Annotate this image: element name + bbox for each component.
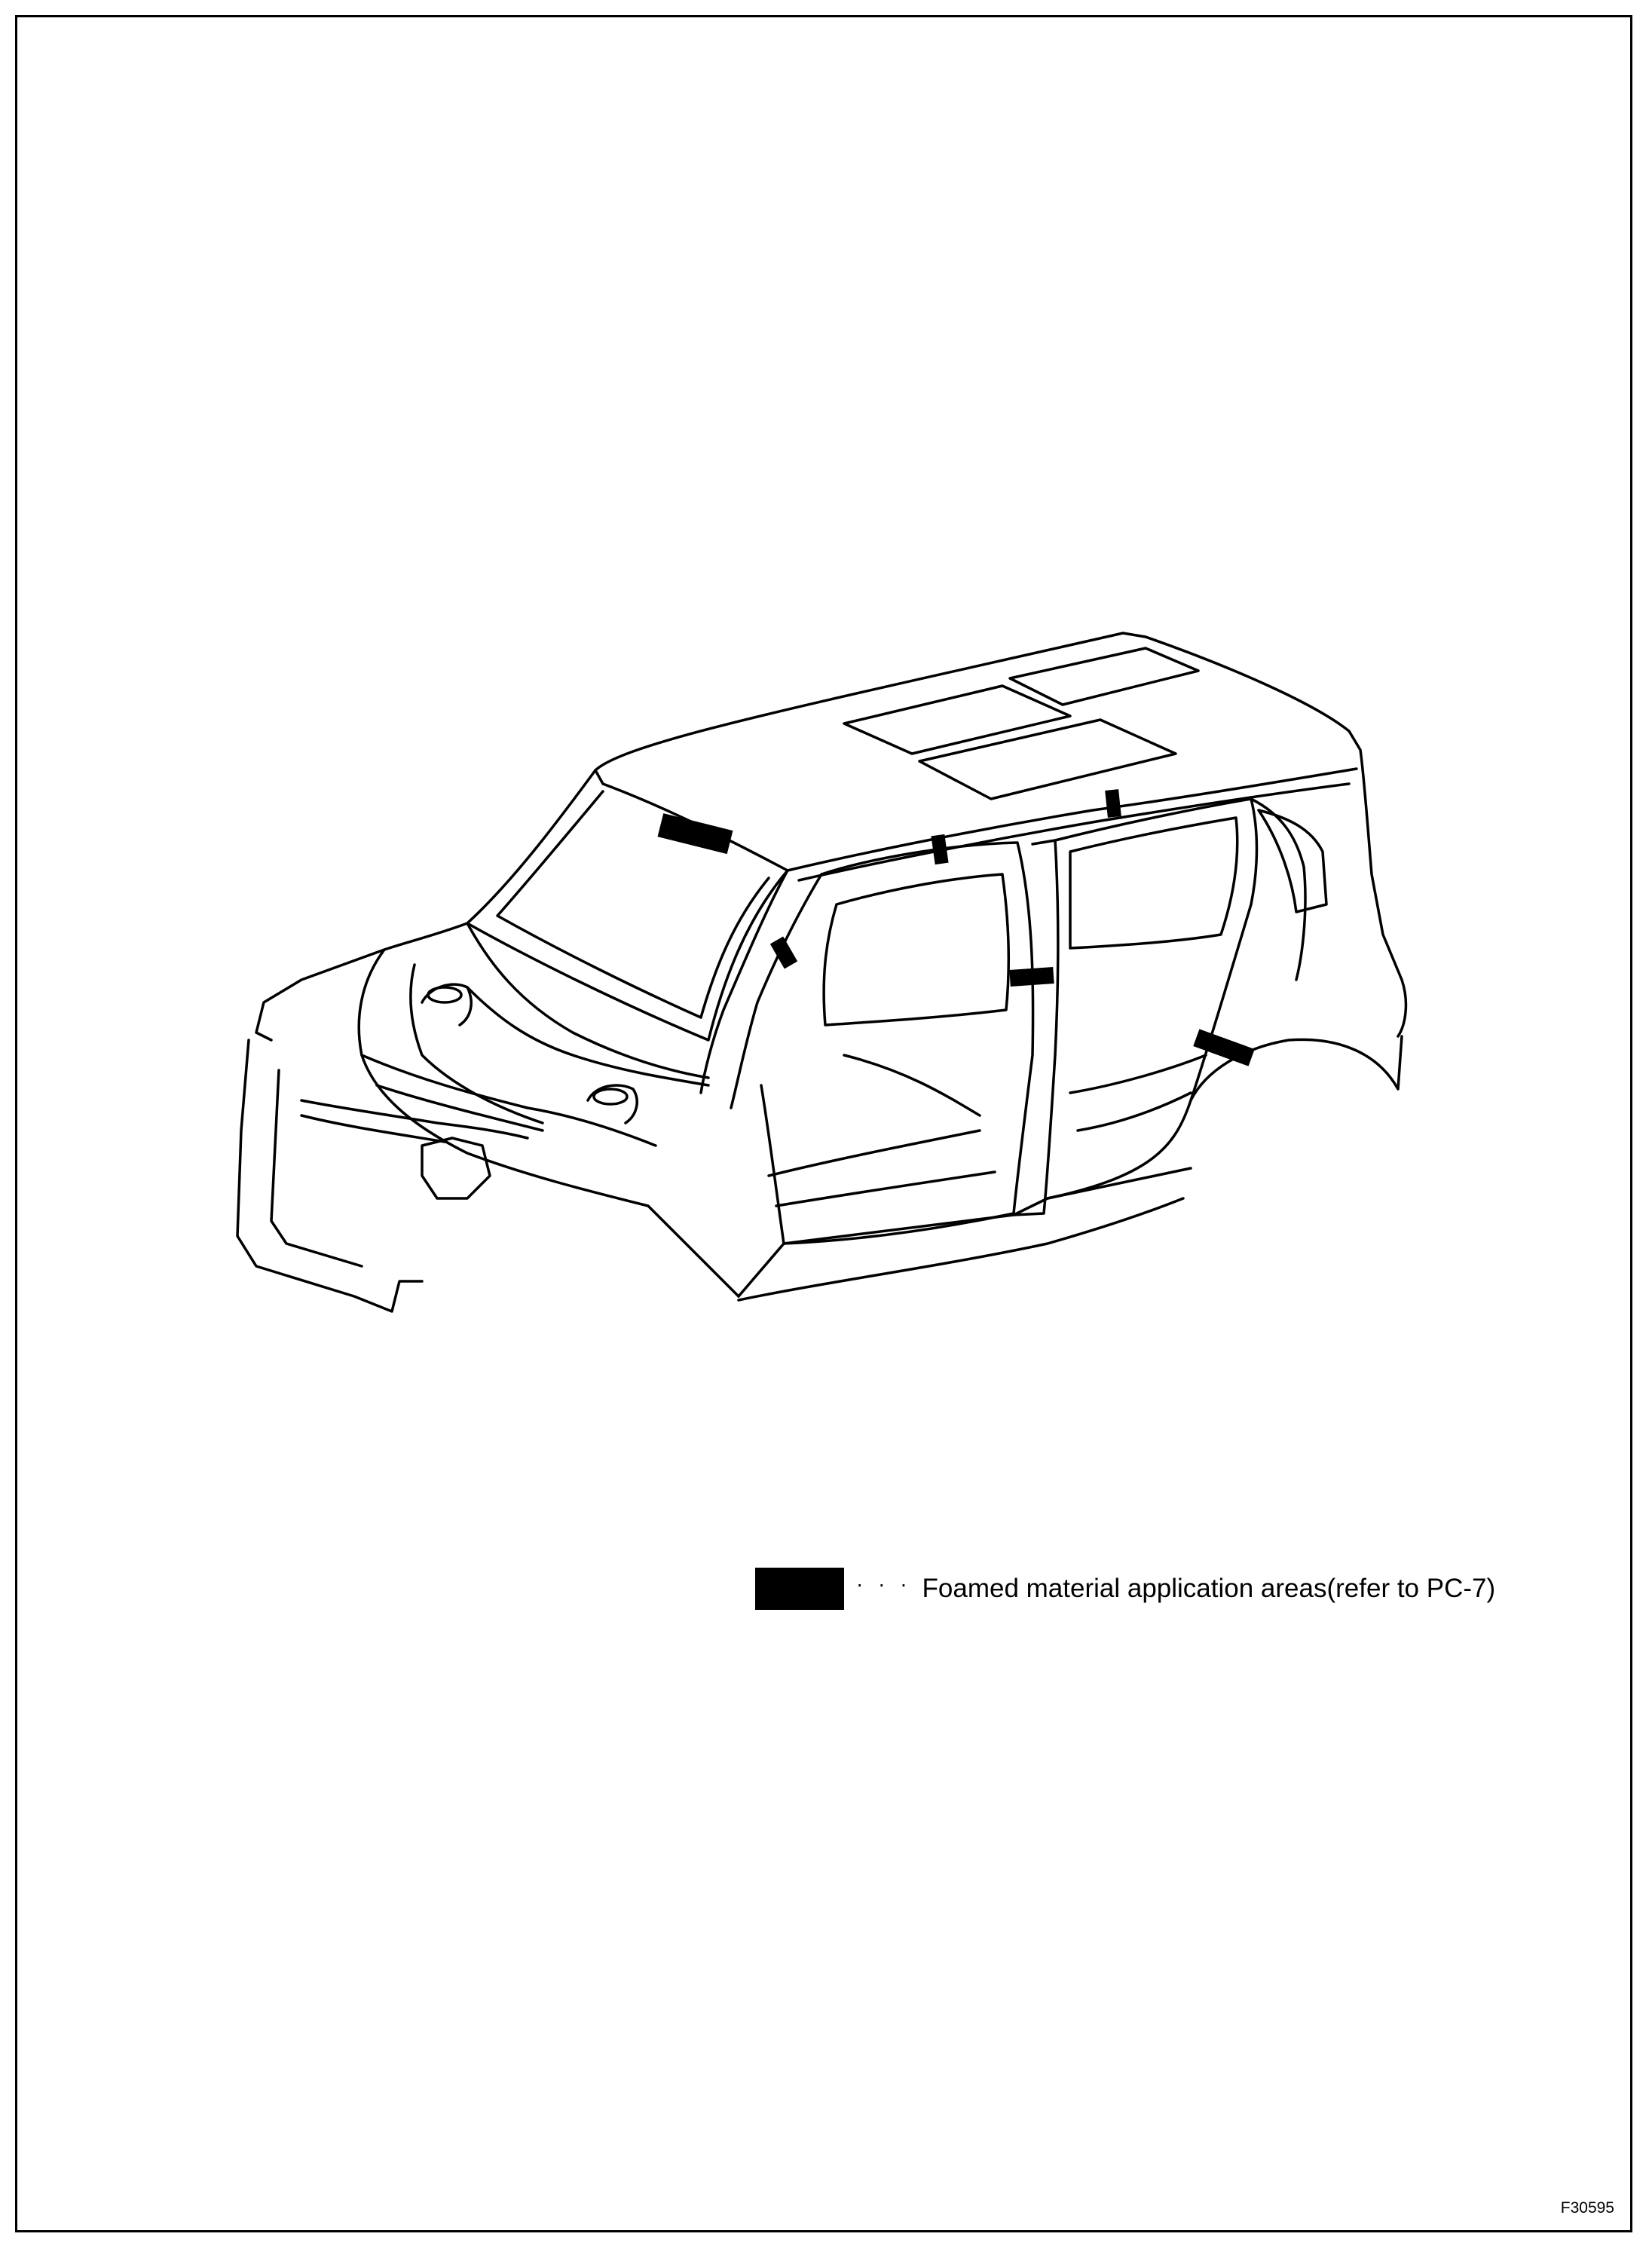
front-door-opening <box>760 841 1035 1245</box>
legend-text: Foamed material application areas(refer … <box>922 1574 1496 1603</box>
strut-tower-right <box>586 1084 638 1124</box>
foam-area-roof-mid <box>931 834 949 865</box>
strut-cap-right <box>592 1088 629 1106</box>
rear-door-opening <box>1046 797 1259 1200</box>
rocker <box>737 1167 1192 1298</box>
rear-window <box>1069 816 1239 950</box>
headlight-mount <box>421 1137 491 1200</box>
a-pillar <box>699 869 789 1094</box>
foam-area-b-pillar <box>1009 967 1054 987</box>
rear-floor <box>1069 1054 1207 1094</box>
roof-panel-2 <box>918 718 1177 800</box>
front-side-member <box>360 1054 657 1147</box>
floor-cross-1 <box>767 1129 981 1177</box>
page-border <box>15 15 1632 2232</box>
foam-area-c-pillar <box>1193 1029 1255 1066</box>
roof-outline <box>594 632 1408 1038</box>
rear-floor-2 <box>1076 1091 1192 1132</box>
front-crossmember <box>300 1099 529 1140</box>
foam-area-roof-front <box>657 813 733 855</box>
floor-cross-2 <box>775 1170 996 1207</box>
legend-marker: · · · <box>856 1572 912 1596</box>
radiator-support-inner <box>270 1069 363 1268</box>
strut-cap-left <box>427 986 463 1004</box>
rear-quarter-window <box>1257 809 1328 913</box>
floor-tunnel <box>843 1054 981 1117</box>
legend: · · · Foamed material application areas(… <box>755 1566 1495 1611</box>
rocker-lower <box>737 1197 1185 1302</box>
radiator-support-upper <box>255 948 386 1042</box>
windshield-inner <box>496 790 770 1019</box>
roof-panel-3 <box>1008 647 1200 706</box>
figure-code: F30595 <box>1560 2199 1614 2217</box>
rear-wheel-arch <box>1189 1035 1403 1102</box>
dash-panel <box>466 986 710 1087</box>
cowl <box>466 922 710 1079</box>
legend-swatch <box>755 1568 844 1610</box>
front-crossmember-2 <box>300 1114 446 1143</box>
roof-panel-1 <box>843 684 1072 755</box>
front-apron-inner <box>409 963 544 1124</box>
front-side-member-2 <box>375 1084 544 1132</box>
front-window <box>822 873 1011 1027</box>
foam-area-a-pillar <box>769 936 798 969</box>
a-pillar-inner <box>730 873 823 1109</box>
roof-side-rail <box>786 767 1358 872</box>
b-pillar <box>1012 839 1060 1216</box>
front-fender-apron <box>357 922 740 1298</box>
foam-area-roof-rear <box>1105 789 1121 818</box>
windshield-frame <box>466 769 789 1042</box>
radiator-support <box>236 1039 424 1313</box>
roof-side-rail-inner <box>797 782 1351 882</box>
